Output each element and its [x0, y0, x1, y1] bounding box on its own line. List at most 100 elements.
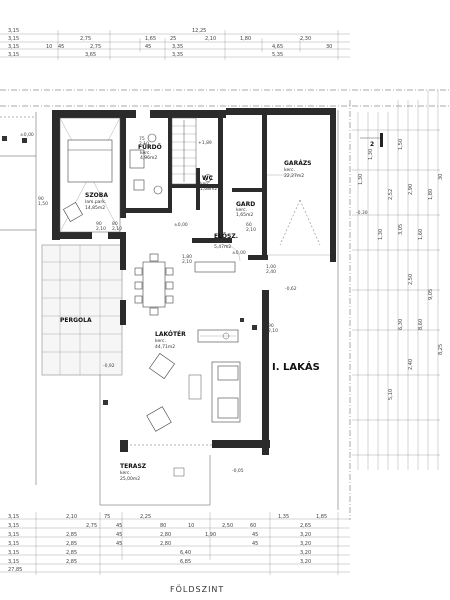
room-garazs-area: 22,27m2 [284, 173, 304, 179]
pergola-area [41, 244, 123, 376]
dim-bot-r1-3: 2,25 [140, 514, 151, 520]
dim-bot-r2-0: 3,15 [8, 523, 19, 529]
dim-top-r3-4: 45 [145, 44, 151, 50]
dim-bot-r3-2: 45 [116, 532, 122, 538]
dim-bot-r2-1: 2,75 [86, 523, 97, 529]
site-lines [0, 89, 450, 520]
room-szoba-name: SZOBA [85, 192, 108, 199]
dim-bot-r5-0: 3,15 [8, 550, 19, 556]
dim-bot-r4-3: 2,80 [160, 541, 171, 547]
dim-top-r2-6: 2,30 [300, 36, 311, 42]
toilet-wc [204, 174, 212, 182]
room-lakoter-name: LAKÓTÉR [155, 330, 186, 338]
room-wc-floor: kerc. [200, 181, 211, 187]
bottom-dimension-rows: 3,15 2,10 75 2,25 1,35 1,85 3,15 2,75 45… [0, 512, 350, 575]
dim-bot-r2-5: 2,50 [222, 523, 233, 529]
living-furniture [146, 353, 241, 432]
room-lakoter-floor: kerc. [155, 338, 166, 344]
dim-bot-r4-2: 45 [116, 541, 122, 547]
room-elosz-name: ELŐSZ. [214, 233, 238, 240]
dim-bot-r3-6: 3,20 [300, 532, 311, 538]
dim-bot-r6-3: 3,20 [300, 559, 311, 565]
room-wc-name: WC [202, 175, 214, 182]
washbasin [147, 133, 157, 143]
dim-top-r2-4: 2,10 [205, 36, 216, 42]
dim-right-12: 5,10 [388, 389, 394, 400]
room-gard-area: 1,65m2 [236, 212, 253, 218]
dim-bot-r4-0: 3,15 [8, 541, 19, 547]
dim-bot-r3-4: 1,90 [205, 532, 216, 538]
dim-top-r4-1: 3,65 [85, 52, 96, 58]
dining-table [142, 261, 166, 308]
elev-e7: +1,89 [198, 140, 212, 146]
dim-right-1: 1,30 [368, 149, 374, 160]
dim-top-r2-2: 1,65 [145, 36, 156, 42]
dim-bot-r7-0: 27,85 [8, 567, 22, 573]
dim-bot-r2-7: 2,65 [300, 523, 311, 529]
dim-right-14: 2,40 [408, 359, 414, 370]
interior-details [59, 117, 330, 432]
dim-right-15: 1,80 [428, 189, 434, 200]
dim-right-6: 2,90 [408, 184, 414, 195]
dim-top-r4-0: 3,15 [8, 52, 19, 58]
room-wc-area: 1,68m2 [200, 186, 217, 192]
dim-bot-r5-2: 6,40 [180, 550, 191, 556]
room-terasz-floor: kerc. [120, 470, 131, 476]
elev-e6: -0,92 [103, 363, 115, 369]
dim-bot-r6-2: 6,85 [180, 559, 191, 565]
dim-bot-r5-3: 3,20 [300, 550, 311, 556]
dim-top-r2-0: 3,15 [8, 36, 19, 42]
dim-right-5: 3,05 [398, 224, 404, 235]
room-garazs-name: GARÁZS [284, 160, 312, 167]
elev-e5: -0,30 [356, 210, 368, 216]
dim-right-9: 8,60 [418, 319, 424, 330]
bathtub [129, 149, 145, 169]
dim-right-2: 1,30 [378, 229, 384, 240]
dim-top-r1-0: 3,15 [8, 28, 19, 34]
dim-top-r3-1: 10 [46, 44, 52, 50]
drawing-title: FÖLDSZINT [170, 584, 224, 594]
right-dimension-columns: 1,30 1,30 1,30 2,52 1,50 3,05 2,90 2,50 … [352, 90, 444, 470]
dim-bot-r3-3: 2,80 [160, 532, 171, 538]
elevation-marks: ±0,00 ±0,00 ±0,00 -0,62 -0,05 -0,30 -0,9… [20, 132, 368, 474]
elev-e8: ±0,00 [20, 132, 34, 138]
dim-right-8: 1,60 [418, 229, 424, 240]
dim-top-r4-2: 3,35 [172, 52, 183, 58]
room-gard-name: GARD [236, 201, 255, 208]
column-marker-far-left [2, 136, 7, 141]
dim-right-4: 1,50 [398, 139, 404, 150]
dim-bot-r6-0: 3,15 [8, 559, 19, 565]
top-dimension-rows: 3,15 12,25 3,15 2,75 1,65 25 2,10 1,80 2… [0, 28, 350, 60]
dim-bot-r2-3: 80 [160, 523, 166, 529]
room-furdo-area: 4,96m2 [140, 155, 157, 161]
elev-e2: ±0,00 [232, 250, 246, 256]
dim-right-0: 1,30 [358, 174, 364, 185]
dim-bot-r1-4: 1,35 [278, 514, 289, 520]
dim-top-r2-5: 1,80 [240, 36, 251, 42]
dim-bot-r2-2: 45 [116, 523, 122, 529]
dim-right-7: 2,50 [408, 274, 414, 285]
walls [52, 108, 336, 455]
dim-bot-r5-1: 2,85 [66, 550, 77, 556]
dim-bot-r4-5: 3,20 [300, 541, 311, 547]
dim-bot-r3-1: 2,85 [66, 532, 77, 538]
room-lakoter-area: 44,71m2 [155, 344, 175, 350]
dim-right-10: 9,05 [428, 289, 434, 300]
dim-top-r2-1: 2,75 [80, 36, 91, 42]
elev-e1: ±0,00 [174, 222, 188, 228]
dim-top-r3-7: 30 [326, 44, 332, 50]
dim-top-r3-5: 3,35 [172, 44, 183, 50]
dim-right-16: 30 [438, 174, 444, 180]
room-elosz-floor: kerc. [214, 239, 225, 245]
dim-right-11: 8,25 [438, 344, 444, 355]
dim-bot-r1-2: 75 [104, 514, 110, 520]
dim-top-r2-3: 25 [170, 36, 176, 42]
room-pergola-name: PERGOLA [60, 317, 92, 324]
